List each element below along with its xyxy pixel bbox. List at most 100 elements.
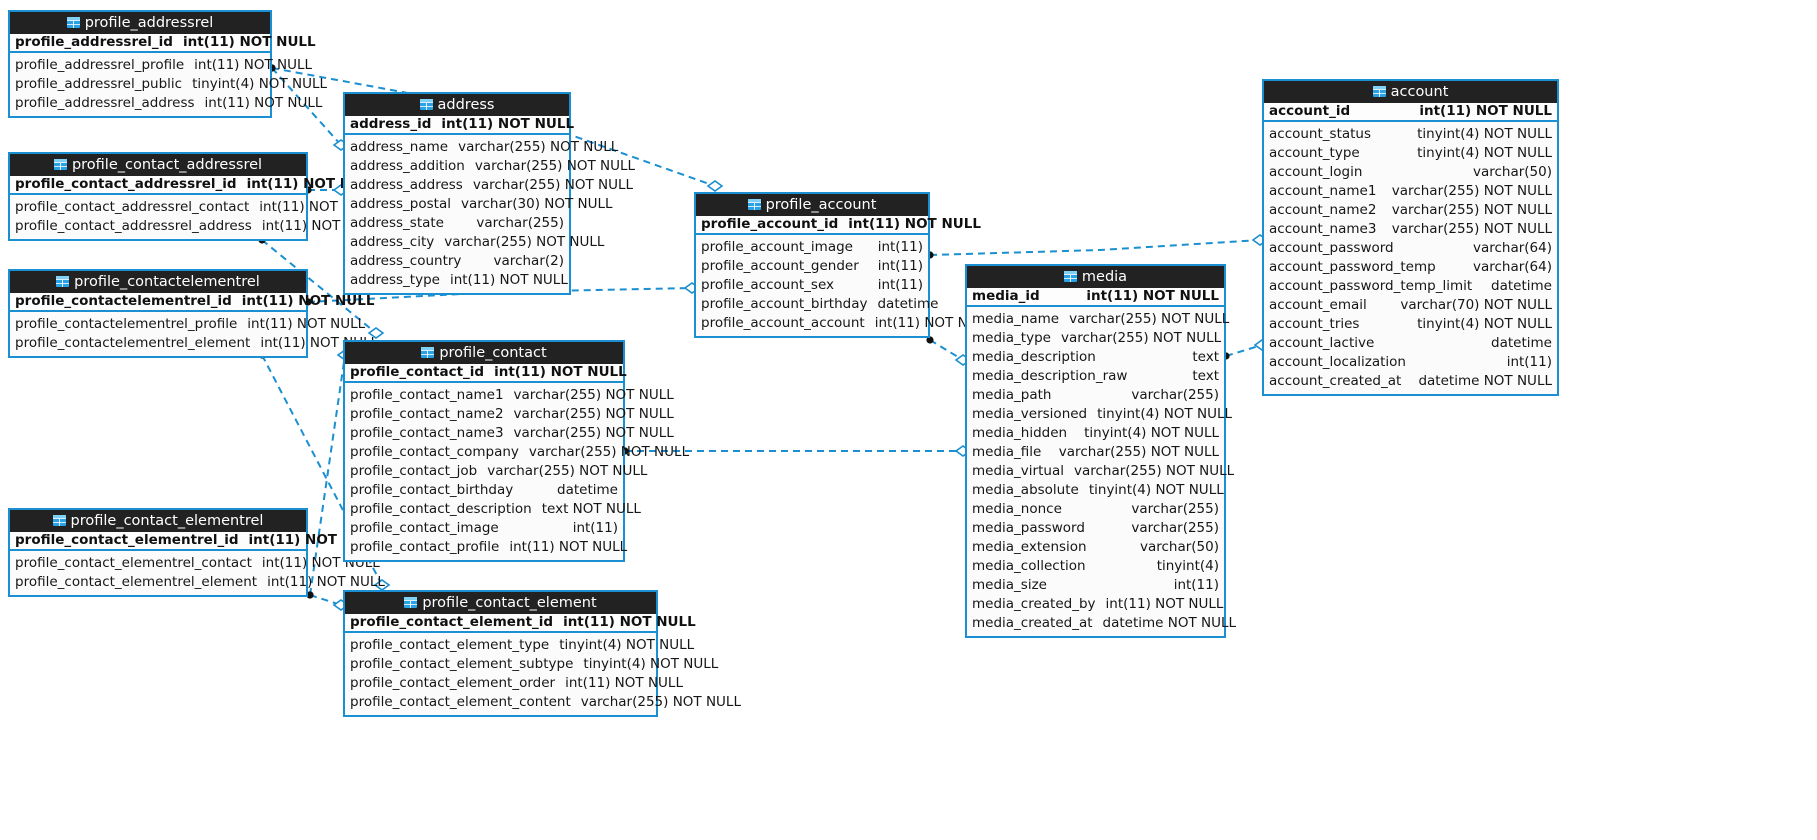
table-header-profile_account[interactable]: profile_account [696,194,928,216]
table-header-profile_contact[interactable]: profile_contact [345,342,623,364]
field-name: account_name1 [1269,183,1377,199]
table-header-account[interactable]: account [1264,81,1557,103]
table-header-profile_contactelementrel[interactable]: profile_contactelementrel [10,271,306,293]
table-header-media[interactable]: media [967,266,1224,288]
table-header-profile_addressrel[interactable]: profile_addressrel [10,12,270,34]
table-header-profile_contact_element[interactable]: profile_contact_element [345,592,656,614]
table-header-profile_contact_elementrel[interactable]: profile_contact_elementrel [10,510,306,532]
table-header-address[interactable]: address [345,94,569,116]
field-name: profile_contactelementrel_element [15,335,251,351]
table-header-profile_contact_addressrel[interactable]: profile_contact_addressrel [10,154,306,176]
field-type: varchar(255) [1131,387,1219,403]
field-type: varchar(70) NOT NULL [1400,297,1552,313]
